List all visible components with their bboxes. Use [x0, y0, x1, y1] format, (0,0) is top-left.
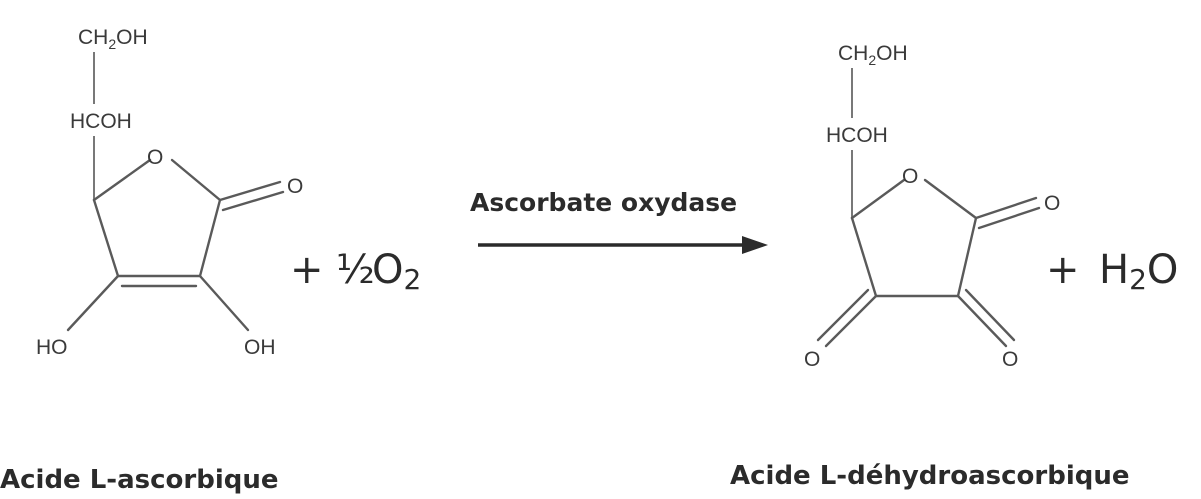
- enzyme-label: Ascorbate oxydase: [470, 188, 737, 217]
- reactant-carbonyl-oxygen: O: [287, 175, 303, 198]
- product-bond-c1-o-b: [977, 206, 1041, 230]
- product-bond-c3-o-a: [824, 294, 878, 348]
- product-ch2oh-label: CH2OH: [838, 42, 908, 68]
- product-carbonyl-oxygen: O: [1044, 192, 1060, 215]
- oxygen-symbol: O2: [372, 247, 421, 296]
- reactant-left-hydroxyl: HO: [36, 336, 68, 359]
- product-bond-c1-o-a: [974, 196, 1038, 220]
- product-hcoh-label: HCOH: [826, 124, 888, 147]
- plus-sign-1: +: [290, 247, 324, 293]
- reactant-bond-c3-ho: [66, 274, 120, 332]
- half-fraction: ½: [336, 247, 375, 293]
- reactant-ring-oxygen: O: [147, 146, 163, 169]
- reaction-arrow: Ascorbate oxydase: [470, 188, 768, 254]
- reactant-bond-c2-oh: [198, 274, 250, 332]
- reactant-bond-o-c1: [170, 158, 222, 202]
- byproduct-water: + H2O: [1046, 247, 1178, 296]
- product-bond-c4-o: [850, 178, 906, 220]
- product-bond-c3-o-b: [816, 288, 870, 342]
- reactant-bond-c1-o-a: [218, 180, 282, 202]
- reactant-bond-c4-o: [92, 158, 152, 202]
- product-left-oxygen: O: [804, 348, 820, 371]
- arrow-head: [742, 236, 768, 254]
- co-reactant-oxygen: + ½ O2: [290, 247, 421, 296]
- product-right-oxygen: O: [1002, 348, 1018, 371]
- reactant-structure: CH2OH HCOH O O HO OH: [36, 26, 303, 359]
- product-bond-c2-o-b: [964, 288, 1016, 342]
- product-structure: CH2OH HCOH O O O O: [804, 42, 1060, 371]
- water-formula: H2O: [1099, 247, 1178, 296]
- product-bond-c3-c4: [850, 216, 878, 298]
- reactant-bond-c3-c4: [92, 198, 120, 278]
- reactant-bond-c1-o-b: [221, 190, 285, 212]
- product-name: Acide L-déhydroascorbique: [730, 461, 1130, 491]
- product-bond-c2-o-a: [956, 294, 1008, 348]
- product-ring-oxygen: O: [902, 165, 918, 188]
- reactant-right-hydroxyl: OH: [244, 336, 276, 359]
- reactant-name: Acide L-ascorbique: [0, 465, 279, 495]
- reactant-hcoh-label: HCOH: [70, 110, 132, 133]
- reactant-bond-c1-c2: [198, 198, 222, 278]
- product-bond-c1-c2: [956, 216, 978, 298]
- reactant-ch2oh-label: CH2OH: [78, 26, 148, 52]
- plus-sign-2: +: [1046, 247, 1080, 293]
- product-bond-o-c1: [923, 178, 978, 220]
